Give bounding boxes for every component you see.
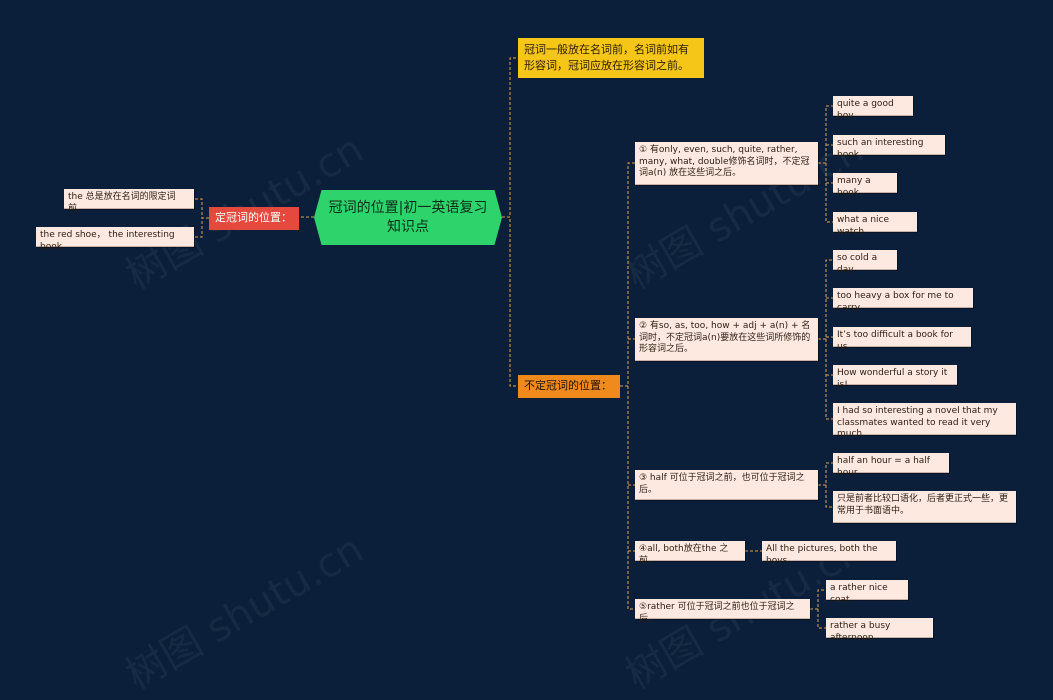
connector-line	[810, 589, 826, 610]
rule-3[interactable]: ③ half 可位于冠词之前，也可位于冠词之后。	[635, 470, 818, 500]
rule-2-example[interactable]: so cold a day	[833, 250, 897, 275]
rule-2-example[interactable]: How wonderful a story it is!	[833, 365, 957, 390]
connector-lines	[194, 57, 833, 629]
connector-line	[818, 105, 833, 164]
definite-article-branch[interactable]: 定冠词的位置：	[209, 207, 299, 230]
connector-line	[818, 259, 833, 340]
connector-line	[818, 462, 833, 486]
connector-line	[502, 57, 518, 218]
connector-line	[627, 386, 635, 610]
connector-line	[817, 609, 826, 629]
indefinite-article-branch[interactable]: 不定冠词的位置：	[518, 375, 620, 398]
rule-4-example[interactable]: All the pictures, both the boys	[762, 541, 896, 566]
connector-line	[620, 162, 635, 387]
connector-line	[825, 163, 833, 223]
definite-article-example[interactable]: the red shoe， the interesting book	[36, 227, 194, 252]
rule-5-example[interactable]: rather a busy afternoon	[826, 618, 933, 643]
rule-3-example[interactable]: 只是前者比较口语化，后者更正式一些，更常用于书面语中。	[833, 491, 1016, 523]
connector-line	[502, 216, 518, 387]
rule-1[interactable]: ① 有only, even, such, quite, rather, many…	[635, 142, 818, 185]
rule-2-example[interactable]: It’s too difficult a book for us.	[833, 327, 971, 352]
rule-1-example[interactable]: many a book	[833, 173, 897, 198]
connector-line	[825, 339, 833, 420]
rule-2-example[interactable]: too heavy a box for me to carry	[833, 288, 973, 313]
top-note[interactable]: 冠词一般放在名词前，名词前如有形容词，冠词应放在形容词之前。	[518, 38, 704, 78]
connector-line	[825, 485, 833, 508]
connector-line	[194, 198, 209, 219]
connector-line	[194, 217, 209, 238]
rule-5-example[interactable]: a rather nice coat	[826, 580, 908, 605]
mindmap-canvas: 树图 shutu.cn 树图 shutu.cn 树图 shutu.cn 树图 s…	[36, 38, 1016, 699]
definite-article-rule[interactable]: the 总是放在名词的限定词前。	[64, 189, 194, 214]
rule-1-example[interactable]: quite a good boy	[833, 96, 913, 121]
rule-4[interactable]: ④all, both放在the 之前。	[635, 541, 745, 566]
center-topic[interactable]: 冠词的位置|初一英语复习知识点	[314, 190, 502, 245]
rule-3-example[interactable]: half an hour = a half hour	[833, 453, 949, 478]
rule-1-example[interactable]: what a nice watch	[833, 212, 917, 237]
rule-2-example[interactable]: I had so interesting a novel that my cla…	[833, 403, 1016, 439]
rule-2[interactable]: ② 有so, as, too, how + adj + a(n) + 名词时，不…	[635, 318, 818, 361]
rule-1-example[interactable]: such an interesting book	[833, 135, 945, 160]
rule-5[interactable]: ⑤rather 可位于冠词之前也位于冠词之后。	[635, 599, 810, 624]
